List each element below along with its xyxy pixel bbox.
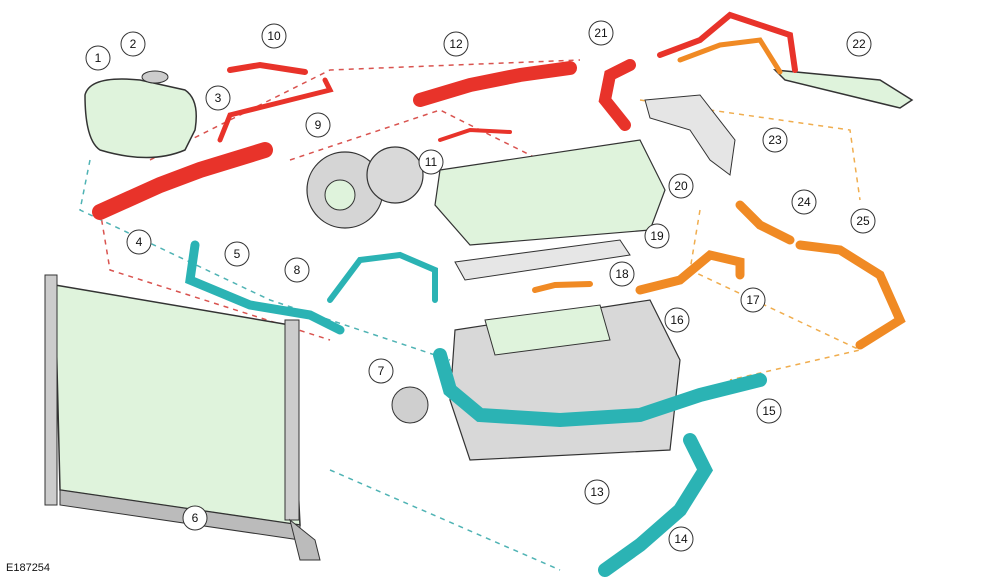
callout-number: 12 [449, 37, 463, 51]
head-gasket [454, 239, 631, 281]
callout-circle [284, 257, 310, 283]
callout-2: 2 [120, 31, 146, 57]
callout-circle [368, 358, 394, 384]
callout-16: 16 [664, 307, 690, 333]
heater-core [772, 69, 914, 109]
callout-number: 25 [856, 214, 870, 228]
callout-circle [756, 398, 782, 424]
callout-number: 18 [615, 267, 629, 281]
callout-number: 7 [378, 364, 385, 378]
callout-number: 2 [130, 37, 137, 51]
callout-6: 6 [182, 505, 208, 531]
callout-number: 17 [746, 293, 760, 307]
bracket [644, 94, 736, 176]
callout-number: 1 [95, 51, 102, 65]
callout-number: 6 [192, 511, 199, 525]
callout-number: 20 [674, 179, 688, 193]
callout-number: 24 [797, 195, 811, 209]
callout-number: 23 [768, 133, 782, 147]
callout-8: 8 [284, 257, 310, 283]
callout-number: 10 [267, 29, 281, 43]
callout-11: 11 [418, 149, 444, 175]
callout-circle [791, 189, 817, 215]
callout-circle [762, 127, 788, 153]
engine-block [449, 299, 681, 461]
hoses-hot [92, 11, 798, 220]
callout-circle [126, 229, 152, 255]
callout-circle [120, 31, 146, 57]
callout-number: 13 [590, 485, 604, 499]
callout-circle [418, 149, 444, 175]
hoses-warm [532, 37, 906, 350]
callout-circle [850, 208, 876, 234]
callout-3: 3 [205, 85, 231, 111]
callout-24: 24 [791, 189, 817, 215]
callout-14: 14 [668, 526, 694, 552]
callout-number: 22 [852, 37, 866, 51]
callout-circle [668, 173, 694, 199]
callout-10: 10 [261, 23, 287, 49]
hoses-cold [185, 240, 767, 577]
callout-number: 19 [650, 229, 664, 243]
turbocharger [306, 146, 424, 229]
callout-5: 5 [224, 241, 250, 267]
water-pump [391, 386, 429, 424]
callout-15: 15 [756, 398, 782, 424]
callout-7: 7 [368, 358, 394, 384]
callouts: 1234567891011121314151617181920212223242… [85, 20, 876, 552]
callout-circle [609, 261, 635, 287]
callout-number: 5 [234, 247, 241, 261]
callout-circle [443, 31, 469, 57]
callout-number: 14 [674, 532, 688, 546]
callout-23: 23 [762, 127, 788, 153]
callout-circle [668, 526, 694, 552]
callout-number: 15 [762, 404, 776, 418]
callout-20: 20 [668, 173, 694, 199]
callout-number: 9 [315, 118, 322, 132]
callout-25: 25 [850, 208, 876, 234]
radiator [44, 274, 321, 561]
callout-17: 17 [740, 287, 766, 313]
callout-number: 16 [670, 313, 684, 327]
callout-22: 22 [846, 31, 872, 57]
callout-9: 9 [305, 112, 331, 138]
callout-number: 11 [425, 155, 438, 169]
callout-circle [305, 112, 331, 138]
callout-circle [846, 31, 872, 57]
callout-21: 21 [588, 20, 614, 46]
callout-circle [664, 307, 690, 333]
callout-circle [182, 505, 208, 531]
callout-1: 1 [85, 45, 111, 71]
cylinder-head [434, 139, 666, 246]
figure-code: E187254 [6, 562, 51, 574]
callout-13: 13 [584, 479, 610, 505]
callout-circle [85, 45, 111, 71]
callout-circle [224, 241, 250, 267]
callout-circle [584, 479, 610, 505]
callout-circle [740, 287, 766, 313]
callout-circle [205, 85, 231, 111]
callout-number: 8 [294, 263, 301, 277]
callout-circle [644, 223, 670, 249]
callout-4: 4 [126, 229, 152, 255]
callout-number: 4 [136, 235, 143, 249]
callout-12: 12 [443, 31, 469, 57]
callout-number: 3 [215, 91, 222, 105]
callout-number: 21 [594, 26, 608, 40]
expansion-tank [84, 70, 197, 159]
callout-19: 19 [644, 223, 670, 249]
callout-circle [261, 23, 287, 49]
callout-circle [588, 20, 614, 46]
callout-18: 18 [609, 261, 635, 287]
